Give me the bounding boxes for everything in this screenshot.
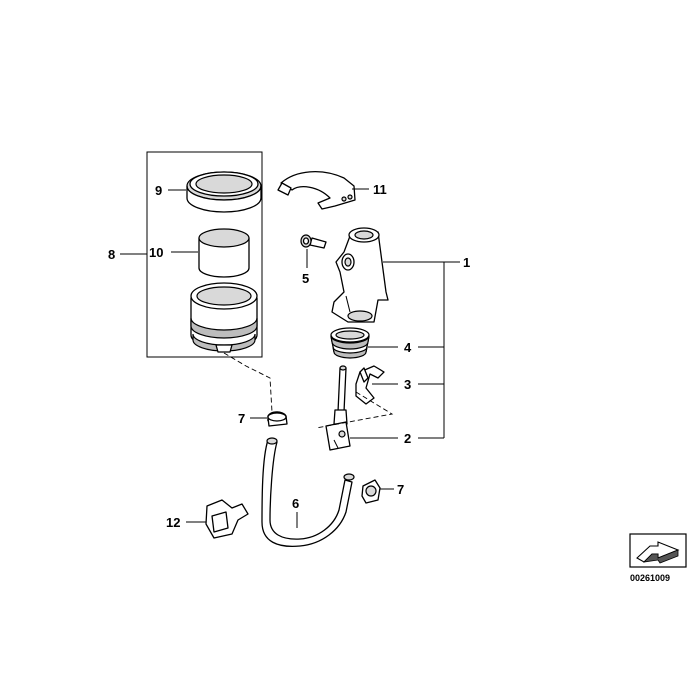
part-1-master-cylinder[interactable]: [331, 227, 389, 323]
part-3-clip[interactable]: [355, 365, 385, 405]
callout-10: 10: [149, 245, 163, 260]
connection-line-reservoir-hose: [223, 352, 273, 413]
part-10-insert[interactable]: [198, 228, 250, 278]
callout-8: 8: [108, 247, 115, 262]
callout-1: 1: [463, 255, 470, 270]
part-5-bolt[interactable]: [300, 234, 327, 249]
callout-11: 11: [373, 182, 387, 197]
arrow-badge-icon: [629, 533, 687, 568]
callout-12: 12: [166, 515, 180, 530]
callout-7-upper: 7: [238, 411, 245, 426]
callout-3: 3: [404, 377, 411, 392]
part-6-hose[interactable]: [261, 437, 355, 548]
callout-2: 2: [404, 431, 411, 446]
part-9-cap[interactable]: [186, 171, 262, 213]
part-12-hose-clip[interactable]: [205, 499, 249, 539]
part-2-push-rod[interactable]: [325, 365, 351, 451]
part-7-clamp-lower[interactable]: [361, 479, 381, 504]
callout-7-lower: 7: [397, 482, 404, 497]
connection-line-clip-rod: [315, 391, 394, 429]
reference-number: 00261009: [630, 573, 670, 583]
callout-9: 9: [155, 183, 162, 198]
part-7-clamp-upper[interactable]: [267, 411, 288, 427]
part-11-bracket[interactable]: [277, 171, 356, 210]
callout-6: 6: [292, 496, 299, 511]
part-4-seal[interactable]: [330, 327, 370, 359]
callout-4: 4: [404, 340, 412, 355]
callout-5: 5: [302, 271, 309, 286]
reservoir-body[interactable]: [190, 282, 258, 353]
leader-lines: [120, 188, 460, 528]
